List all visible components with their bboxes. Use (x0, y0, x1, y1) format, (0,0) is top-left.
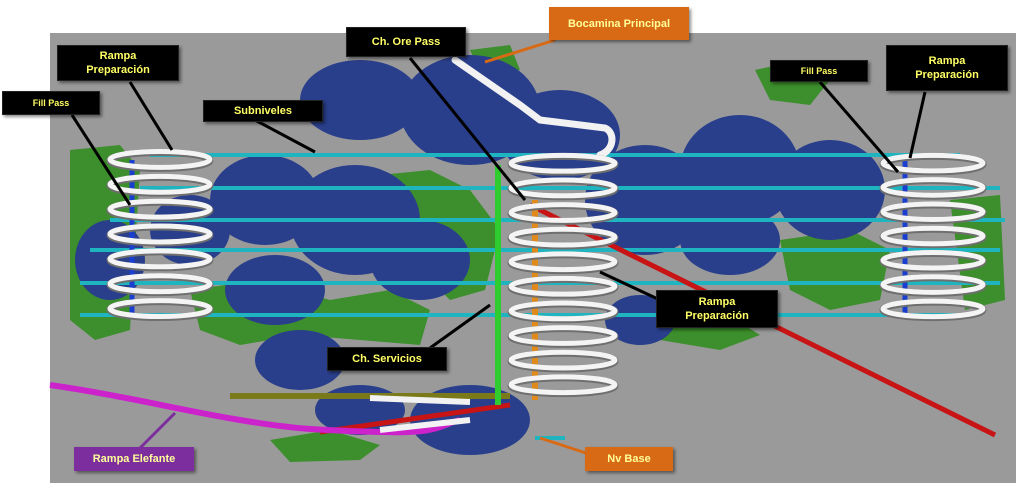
ramp-coil (107, 198, 213, 220)
ramp-coil (107, 173, 213, 195)
ramp-coil (508, 177, 618, 199)
ramp-coil (880, 225, 986, 247)
label-ch-ore-pass: Ch. Ore Pass (346, 27, 466, 57)
label-bocamina-principal: Bocamina Principal (549, 7, 689, 40)
label-nv-base: Nv Base (585, 447, 673, 471)
red-base-line (319, 402, 511, 435)
pointer-rampa-prep-right (908, 91, 927, 159)
orebody-blob-icon (370, 220, 470, 300)
pointer-rampa-prep-left (128, 81, 174, 151)
ramp-coil (880, 274, 986, 295)
ramp-coil (880, 298, 986, 320)
orebody-blob-icon (680, 115, 800, 225)
pointer-fill-pass-left (70, 114, 132, 206)
ramp-coil (508, 152, 618, 174)
orebody-blob-icon (225, 255, 325, 325)
pointer-subniveles (254, 118, 316, 154)
pointer-ore-pass (408, 57, 527, 201)
ramp-coil (107, 298, 213, 320)
label-rampa-elefante: Rampa Elefante (74, 447, 194, 471)
helical-ramp-icon (507, 152, 619, 398)
ramp-coil (508, 275, 618, 297)
pointer-nv-base (539, 436, 593, 457)
green-zone-bottom (270, 430, 380, 462)
orebody-blob-icon (680, 205, 780, 275)
pointer-rampa-prep-center (599, 270, 661, 302)
main-access-ramp (451, 56, 616, 159)
ramp-coil (508, 349, 618, 371)
pointer-fill-pass-right (818, 81, 900, 173)
ramp-coil (107, 273, 213, 295)
lower-ramp-segment (369, 395, 471, 433)
ramp-coil (508, 325, 618, 346)
ramp-coil (880, 201, 986, 222)
label-ch-servicios: Ch. Servicios (327, 347, 447, 371)
ramp-coil (508, 251, 618, 273)
helical-ramp-icon (106, 148, 214, 322)
ramp-coil (880, 250, 986, 271)
ramp-coil (508, 300, 618, 322)
pointer-rampa-elefante (138, 411, 177, 450)
orebody-blob-icon (585, 145, 705, 255)
pointer-group (70, 57, 927, 350)
ramp-coil (508, 226, 618, 248)
orebody-blob-icon (255, 330, 345, 390)
ramp-coil (508, 202, 618, 223)
label-fill-pass-right: Fill Pass (770, 60, 868, 82)
ramp-coil (107, 148, 213, 170)
pointer-bocamina (484, 38, 556, 64)
ramp-coil (107, 248, 213, 270)
orebody-blob-icon (300, 60, 420, 140)
ramp-coil (107, 223, 213, 245)
label-fill-pass-left: Fill Pass (2, 91, 100, 115)
helical-ramp-icon (879, 152, 987, 322)
label-subniveles: Subniveles (203, 100, 323, 122)
ramp-coil (880, 177, 986, 198)
label-rampa-preparacion-left: Rampa Preparación (57, 45, 179, 81)
pointer-ch-servicios (429, 303, 491, 350)
label-rampa-preparacion-right: Rampa Preparación (886, 45, 1008, 91)
ramp-coil (880, 152, 986, 174)
elefante-ramp-path (49, 382, 461, 436)
ramp-coil (508, 374, 618, 396)
label-rampa-preparacion-center: Rampa Preparación (656, 290, 778, 328)
